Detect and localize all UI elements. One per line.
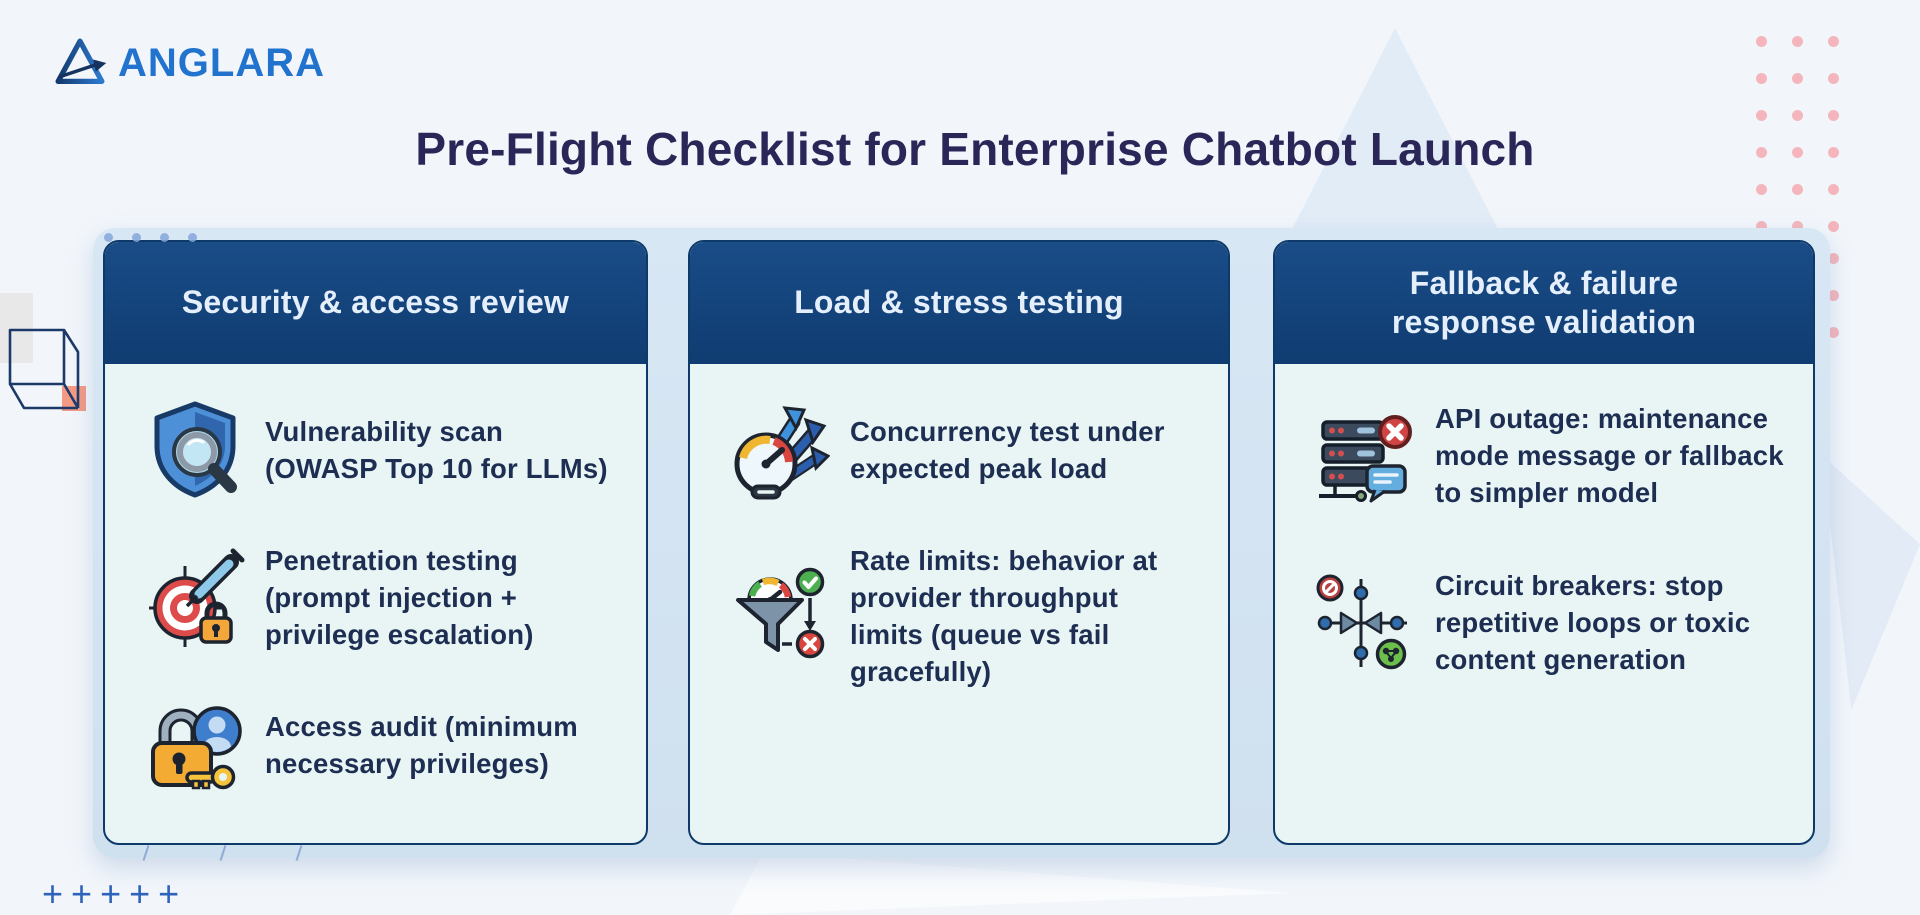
pink-dot [1756,73,1767,84]
pink-dot [1792,36,1803,47]
pink-dot [1828,327,1839,338]
plus-sign: + [158,873,180,914]
plus-sign-row: + + + + + [42,876,179,912]
plus-sign: + [129,873,151,914]
pink-dot [1756,221,1767,232]
list-item-text: Access audit (minimum necessary privileg… [265,711,578,779]
card-header: Fallback & failure response validation [1275,242,1813,364]
pink-dot [1792,73,1803,84]
blue-dot [188,233,197,242]
card-load-stress-testing: Load & stress testing [688,240,1230,845]
blue-dot [104,233,113,242]
pink-dot [1828,36,1839,47]
panel-dot-row [104,233,197,242]
pink-dot [1792,184,1803,195]
gray-square-decoration [0,293,33,363]
list-item-text: API outage: maintenance mode message or … [1435,403,1784,508]
card-body: Vulnerability scan (OWASP Top 10 for LLM… [105,364,646,843]
card-header: Security & access review [105,242,646,364]
list-item-text: Circuit breakers: stop repetitive loops … [1435,570,1751,675]
pink-dot [1756,36,1767,47]
pink-dot [1828,110,1839,121]
list-item-text: Penetration testing (prompt injection + … [265,545,534,650]
anglara-triangle-arrow-icon [55,38,107,84]
list-item: Access audit (minimum necessary privileg… [145,695,628,795]
list-item: API outage: maintenance mode message or … [1315,400,1795,511]
list-item: Circuit breakers: stop repetitive loops … [1315,567,1795,678]
rate-limit-funnel-icon [730,566,830,666]
list-item-text: Vulnerability scan (OWASP Top 10 for LLM… [265,416,608,484]
concurrency-gauge-icon [730,400,830,500]
card-header: Load & stress testing [690,242,1228,364]
pink-dot-column [1828,253,1839,338]
pink-dot [1756,110,1767,121]
circuit-breaker-icon [1315,573,1415,673]
card-fallback-failure-validation: Fallback & failure response validation [1273,240,1815,845]
pink-dot [1828,221,1839,232]
list-item-text: Concurrency test under expected peak loa… [850,416,1165,484]
pink-dot [1828,73,1839,84]
page-title: Pre-Flight Checklist for Enterprise Chat… [415,123,1535,175]
pink-dot [1828,253,1839,264]
wireframe-cube-decoration [8,328,80,410]
plus-sign: + [71,873,93,914]
list-item: Rate limits: behavior at provider throug… [730,542,1210,690]
pink-dot-grid [1756,36,1839,232]
checklist-panel: Security & access review Vulnerabil [93,228,1830,858]
access-audit-icon [145,695,245,795]
server-outage-icon [1315,406,1415,506]
pink-dot [1792,147,1803,158]
pink-dot [1756,184,1767,195]
pink-dot [1828,290,1839,301]
plus-sign: + [100,873,122,914]
card-security-access-review: Security & access review Vulnerabil [103,240,648,845]
pink-dot [1828,147,1839,158]
card-body: Concurrency test under expected peak loa… [690,364,1228,843]
background-wedge-decoration [730,852,1290,915]
pink-dot [1792,221,1803,232]
list-item: Vulnerability scan (OWASP Top 10 for LLM… [145,400,628,500]
list-item: Concurrency test under expected peak loa… [730,400,1210,500]
plus-sign: + [42,873,64,914]
list-item: Penetration testing (prompt injection + … [145,542,628,653]
pink-dot [1828,184,1839,195]
blue-dot [160,233,169,242]
card-body: API outage: maintenance mode message or … [1275,364,1813,843]
pink-dot [1756,147,1767,158]
blue-dot [132,233,141,242]
pink-dot [1792,110,1803,121]
background-triangle-right-decoration [1822,455,1920,710]
penetration-testing-icon [145,548,245,648]
brand-logo: ANGLARA [52,36,325,90]
shield-scan-icon [145,400,245,500]
brand-name: ANGLARA [118,40,325,85]
list-item-text: Rate limits: behavior at provider throug… [850,545,1158,687]
